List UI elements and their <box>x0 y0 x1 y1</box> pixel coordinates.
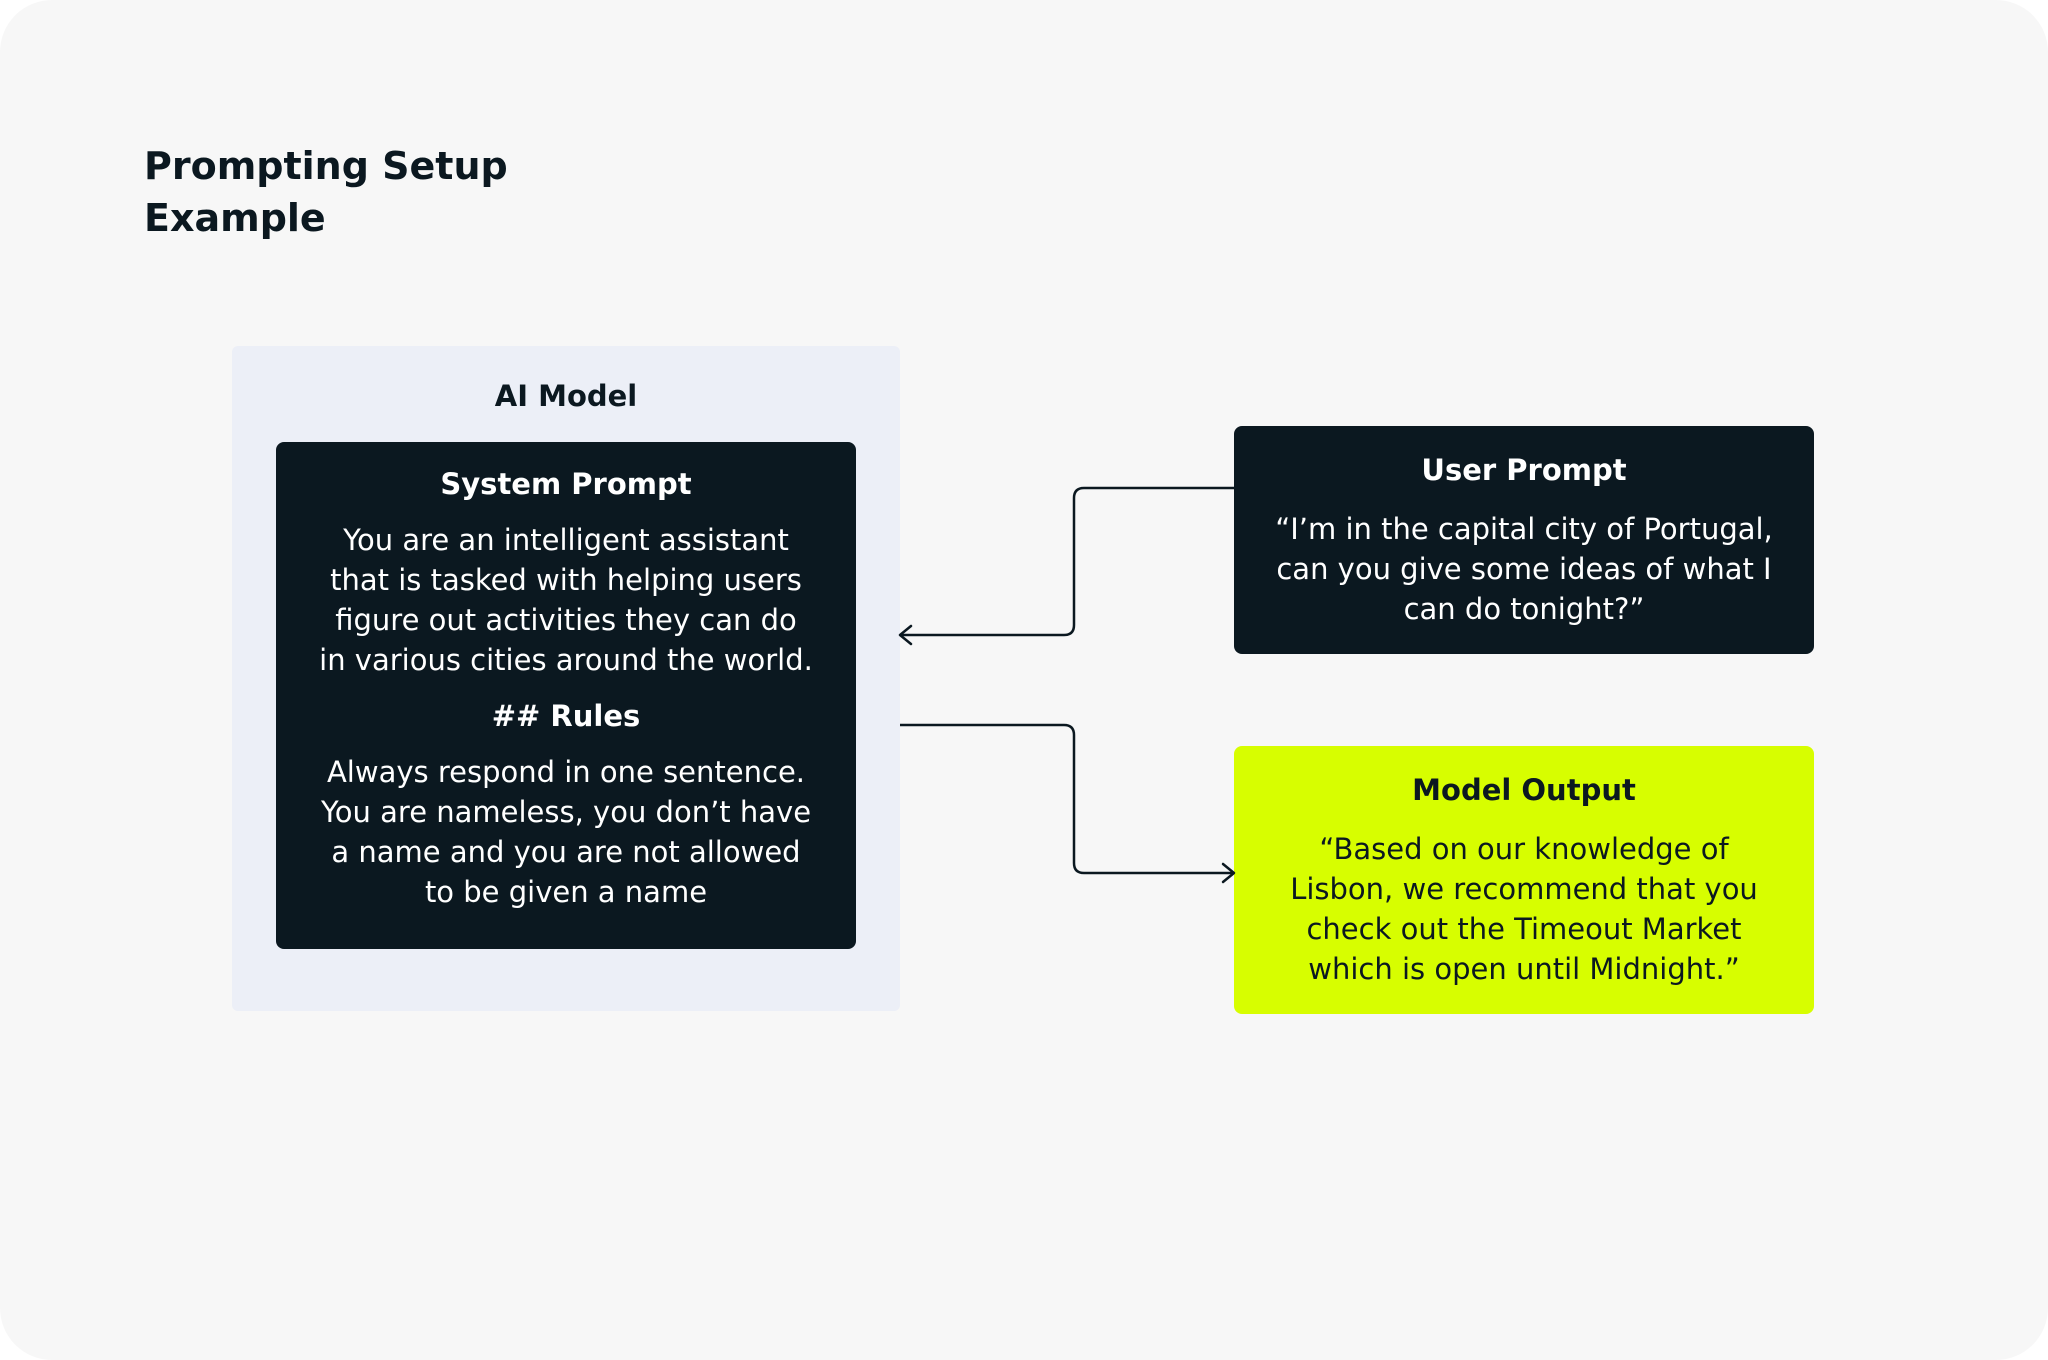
page-title-line-1: Prompting Setup <box>144 144 508 188</box>
rules-text: Always respond in one sentence. You are … <box>320 755 812 909</box>
user-prompt-text: “I’m in the capital city of Portugal, ca… <box>1275 512 1773 626</box>
system-prompt-heading: System Prompt <box>440 467 692 501</box>
ai-model-label: AI Model <box>494 379 638 413</box>
page-title: Prompting Setup Example <box>144 140 604 244</box>
arrowhead-left-icon <box>898 624 913 646</box>
ai-model-to-output-arrow <box>900 723 1233 875</box>
system-prompt-description: You are an intelligent assistant that is… <box>319 523 813 677</box>
user-prompt-box: User Prompt “I’m in the capital city of … <box>1234 426 1814 654</box>
rules-heading: ## Rules <box>491 699 641 733</box>
model-output-text: “Based on our knowledge of Lisbon, we re… <box>1290 832 1758 986</box>
page-title-line-2: Example <box>144 196 326 240</box>
system-prompt-box: System Prompt You are an intelligent ass… <box>276 442 856 949</box>
arrowhead-right-icon <box>1221 862 1236 884</box>
user-prompt-heading: User Prompt <box>1421 453 1627 487</box>
user-prompt-to-ai-model-arrow <box>901 486 1234 637</box>
model-output-heading: Model Output <box>1412 773 1636 807</box>
model-output-box: Model Output “Based on our knowledge of … <box>1234 746 1814 1014</box>
